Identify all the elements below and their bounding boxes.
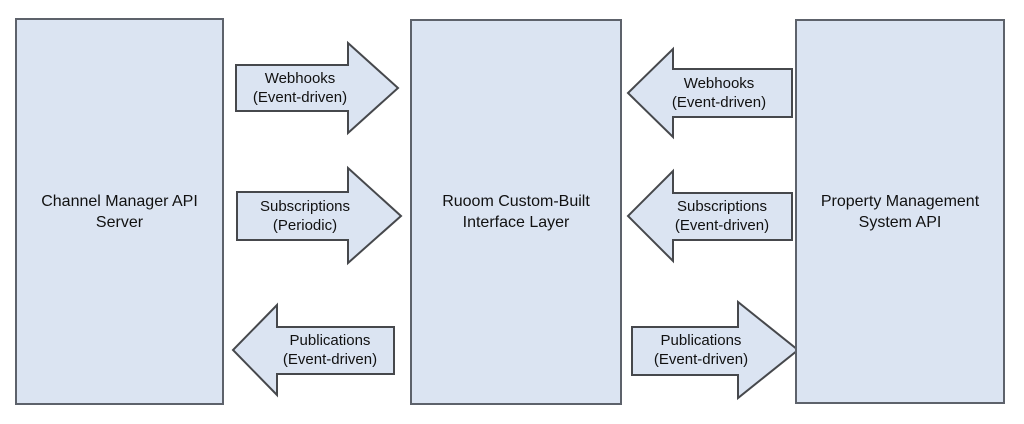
node-ruoom-interface-layer: Ruoom Custom-Built Interface Layer [410,19,622,405]
label-line2: (Periodic) [272,217,338,234]
publications-left-arrow-shape [231,302,395,398]
label-line2: (Event-driven) [282,351,378,368]
label-line2: (Event-driven) [252,89,348,106]
arrow-label-channel-manager-webhooks: Webhooks (Event-driven) [210,69,390,107]
arrow-label-pms-subscriptions: Subscriptions (Event-driven) [632,197,812,235]
label-line1: Webhooks [264,70,336,87]
label-line1: Ruoom Custom-Built [442,193,590,210]
webhooks-right-arrow-shape [235,40,400,136]
label-line2: (Event-driven) [674,217,770,234]
label-line2: (Event-driven) [653,351,749,368]
publications-right-arrow-shape [631,299,800,401]
label-line1: Subscriptions [259,198,351,215]
subscriptions-right-arrow-shape [236,165,403,266]
node-property-management-system-api: Property Management System API [795,19,1005,404]
label-line2: Server [95,213,144,231]
label-line1: Subscriptions [676,198,768,215]
arrow-label-pms-publications: Publications (Event-driven) [611,331,791,369]
label-line2: (Event-driven) [671,94,767,111]
webhooks-left-arrow-shape [626,46,793,140]
node-label: Ruoom Custom-Built Interface Layer [442,191,590,233]
node-label: Property Management System API [821,191,979,233]
arrow-label-channel-manager-publications: Publications (Event-driven) [240,331,420,369]
node-channel-manager-api-server: Channel Manager API Server [15,18,224,405]
arrow-label-pms-webhooks: Webhooks (Event-driven) [629,74,809,112]
label-line1: Channel Manager API [41,192,198,210]
node-label: Channel Manager API Server [41,191,198,233]
label-line2: Interface Layer [462,214,570,231]
label-line1: Publications [660,332,742,349]
label-line1: Webhooks [683,75,755,92]
label-line1: Publications [289,332,371,349]
label-line2: System API [858,213,942,231]
label-line1: Property Management [820,192,980,210]
subscriptions-left-arrow-shape [626,168,793,264]
arrow-label-channel-manager-subscriptions: Subscriptions (Periodic) [215,197,395,235]
